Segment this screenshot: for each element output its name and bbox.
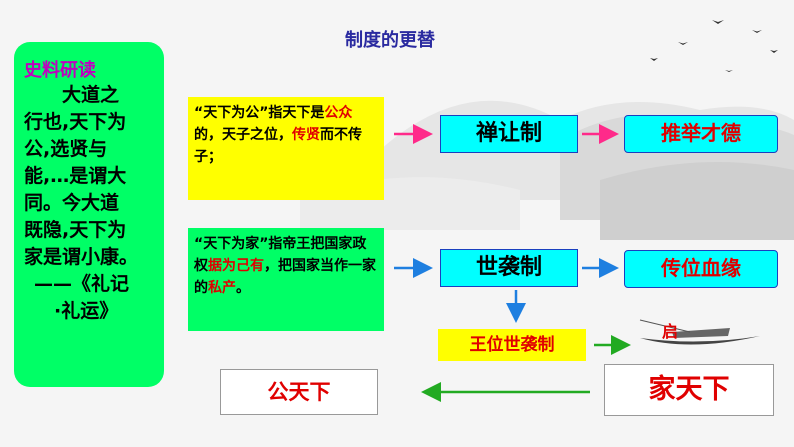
wangwei-shixi-node: 王位世袭制 [438,329,586,361]
chanrang-system-node: 禅让制 [440,115,578,153]
highlight-text: 公众 [324,105,353,121]
source-line: ·礼运》 [54,300,119,322]
source-body: 大道之 行也,天下为 公,选贤与 能,…是谓大 同。今大道 既隐,天下为 家是谓… [24,82,156,325]
source-line: 能,…是谓大 [24,165,127,187]
shixi-system-node: 世袭制 [440,249,578,287]
text: “天下为公”指天下是 [194,105,325,121]
text: “天下为家”指帝王把国家政权 [194,236,367,274]
text: 。 [236,280,250,296]
tuiju-caide-node: 推举才德 [624,115,778,153]
birds-icon [650,20,778,72]
source-line: 家是谓小康。 [24,246,139,268]
source-text-panel: 史料研读 大道之 行也,天下为 公,选贤与 能,…是谓大 同。今大道 既隐,天下… [14,42,164,387]
text: ，把国家当作一家的 [194,258,376,296]
highlight-text: 据为己有 [208,258,264,274]
gong-tianxia-node: 公天下 [220,369,378,415]
text: 而不传子； [194,127,362,165]
source-line: 行也,天下为 [24,111,127,133]
source-line: ——《礼记 [34,273,130,295]
source-line: 既隐,天下为 [24,219,127,241]
tianxia-weigong-definition: “天下为公”指天下是公众的，天子之位，传贤而不传子； [188,97,384,200]
source-line: 大道之 [62,84,120,106]
source-line: 同。今大道 [24,192,120,214]
tianxia-weijia-definition: “天下为家”指帝王把国家政权据为己有，把国家当作一家的私产。 [188,228,384,331]
source-line: 公,选贤与 [24,138,108,160]
highlight-text: 私产 [208,280,236,296]
qi-label: 启 [662,322,679,341]
text: 的，天子之位， [194,127,292,143]
page-title: 制度的更替 [345,30,435,51]
chuanwei-xueyuan-node: 传位血缘 [624,250,778,288]
source-heading: 史料研读 [24,60,96,81]
jia-tianxia-node: 家天下 [604,364,774,416]
boat-icon [639,319,760,345]
highlight-text: 传贤 [292,127,320,143]
